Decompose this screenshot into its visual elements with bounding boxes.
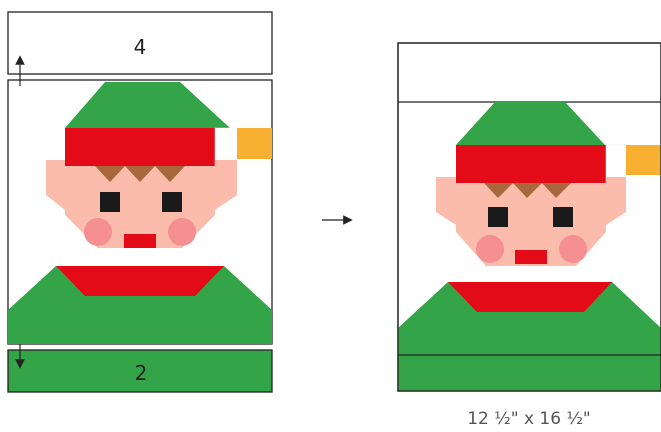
pompom — [626, 145, 661, 175]
left-block: 4 2 — [8, 12, 272, 392]
mouth — [515, 250, 547, 264]
pompom — [237, 128, 272, 159]
left-cheek — [476, 235, 504, 263]
right-eye — [553, 207, 573, 227]
left-cheek — [84, 218, 112, 246]
collar — [56, 266, 224, 296]
hat-band — [65, 128, 215, 166]
right-cheek — [168, 218, 196, 246]
finished-size-caption: 12 ½" x 16 ½" — [467, 409, 591, 429]
left-eye — [100, 192, 120, 212]
bottom-strip-label: 2 — [135, 361, 148, 385]
hat-band — [456, 145, 606, 183]
mouth — [124, 234, 156, 248]
left-eye — [488, 207, 508, 227]
right-block — [398, 43, 661, 391]
right-cheek — [559, 235, 587, 263]
right-eye — [162, 192, 182, 212]
top-strip-label: 4 — [134, 35, 147, 59]
